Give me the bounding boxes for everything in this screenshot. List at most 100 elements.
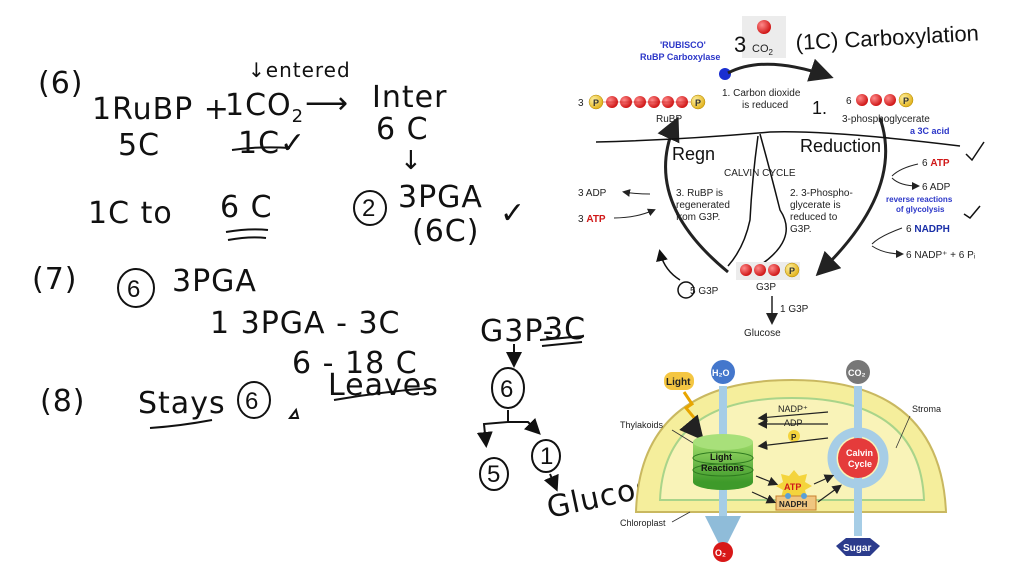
sugar-badge: Sugar: [836, 538, 880, 556]
note-step-6: (6): [38, 66, 84, 101]
h2o-label: H₂O: [712, 368, 730, 378]
atp6-label: 6 ATP: [922, 158, 950, 169]
note-3pga-carbons: (6C): [412, 214, 480, 249]
adp6-label: 6 ADP: [922, 182, 951, 193]
hw-regn: Regn: [672, 144, 715, 164]
step2-d: G3P.: [790, 224, 812, 235]
h2o-badge: H₂O: [711, 360, 735, 384]
handwritten-strokes: [117, 146, 585, 492]
co2-molecule: [757, 20, 771, 34]
nadph6-label: 6 NADPH: [906, 224, 950, 235]
hw-1: 1.: [812, 98, 827, 118]
rubp-count: 3: [578, 98, 584, 109]
nadph-chloro-label: NADPH: [779, 500, 808, 509]
calvin-ring-a: Calvin: [846, 448, 873, 458]
note-g3p-3c: 3C: [544, 312, 587, 347]
step2-b: glycerate is: [790, 200, 841, 211]
circled-6: 6: [127, 276, 140, 303]
note-inter: Inter: [372, 80, 448, 115]
note-1c-to: 1C to: [88, 196, 173, 231]
adp3-label: 3 ADP: [578, 188, 607, 199]
hw-carboxylation: (1C) Carboxylation: [795, 20, 979, 55]
atp-chloro-label: ATP: [784, 482, 801, 492]
circled-5: 5: [487, 461, 500, 488]
note-rubp-carbons: 5C: [118, 128, 161, 163]
note-6c: 6 C: [220, 190, 273, 225]
handwritten-circled-numbers: 2 6 6 6 5 1: [127, 195, 553, 488]
hw-reduction: Reduction: [800, 136, 881, 156]
note-3pga: 3PGA: [398, 180, 483, 215]
calvin-cycle-diagram: CO2 3 (1C) Carboxylation 'RUBISCO' RuBP …: [578, 16, 985, 339]
step2-c: reduced to: [790, 212, 838, 223]
calvin-ring: Calvin Cycle: [827, 427, 889, 489]
co2-label: CO2: [752, 43, 774, 57]
light-reactions-stack: Light Reactions: [692, 434, 754, 490]
light-reactions-a: Light: [710, 452, 732, 462]
note-down-arrow: ↓: [400, 146, 423, 176]
note-entered: ↓entered: [248, 58, 351, 82]
rubisco-label: 'RUBISCO': [660, 40, 706, 50]
note-6-18c: 6 - 18 C: [292, 346, 418, 381]
pga-p: P: [903, 96, 909, 106]
note-co2: 1CO2: [225, 88, 305, 127]
note-1-3pga: 1 3PGA - 3C: [210, 306, 401, 341]
calvin-cycle-title: CALVIN CYCLE: [724, 168, 796, 179]
circled-1: 1: [540, 443, 553, 470]
calvin-ring-b: Cycle: [848, 459, 872, 469]
light-badge: Light: [664, 372, 694, 390]
sugar-label: Sugar: [843, 543, 871, 554]
note-co2-carbon: 1C✓: [238, 126, 307, 161]
step1-text-a: 1. Carbon dioxide: [722, 88, 801, 99]
rubp-p-left: P: [593, 98, 599, 108]
light-reactions-b: Reactions: [701, 463, 744, 473]
step2-a: 2. 3-Phospho-: [790, 188, 853, 199]
g3p-p: P: [789, 266, 795, 276]
o2-badge: O₂: [713, 542, 733, 562]
nadp6-label: 6 NADP⁺ + 6 Pᵢ: [906, 250, 976, 261]
pga-label: 3-phosphoglycerate: [842, 114, 930, 125]
co2-chloro-label: CO₂: [848, 368, 866, 378]
step3-c: from G3P.: [676, 212, 720, 223]
glucose-label: Glucose: [744, 328, 781, 339]
atp3-label: 3 ATP: [578, 214, 606, 225]
chloroplast-label: Chloroplast: [620, 518, 666, 528]
g3p1-label: 1 G3P: [780, 304, 809, 315]
stroma-label: Stroma: [912, 404, 941, 414]
p-label: P: [791, 433, 797, 442]
rubp-p-right: P: [695, 98, 701, 108]
g3p5-label: 5 G3P: [690, 286, 719, 297]
light-label: Light: [666, 377, 691, 388]
note-arrow: ⟶: [305, 86, 350, 121]
note-check-mark: ✓: [500, 196, 527, 231]
g3p-label: G3P: [756, 282, 776, 293]
note-g3p: G3P-: [480, 314, 555, 349]
step3-a: 3. RuBP is: [676, 188, 723, 199]
note-stays: Stays: [138, 386, 226, 421]
adp-label: ADP: [784, 418, 803, 428]
circled-2: 2: [362, 195, 375, 222]
rubisco-dot: [719, 68, 731, 80]
pga-count: 6: [846, 96, 852, 107]
note-3pga-b: 3PGA: [172, 264, 257, 299]
note-step-8: (8): [40, 384, 86, 419]
rubp-label: RuBP: [656, 114, 682, 125]
chloroplast-diagram: Light H₂O O₂ CO₂ Sugar Stroma Thylakoids: [620, 360, 948, 562]
o2-label: O₂: [715, 548, 726, 558]
reverse-note-a: reverse reactions: [886, 195, 953, 204]
circled-6-g3p: 6: [500, 376, 513, 403]
note-step-7: (7): [32, 262, 78, 297]
step1-text-b: is reduced: [742, 100, 788, 111]
hw-3-co2: 3: [734, 32, 746, 57]
note-inter-carbons: 6 C: [376, 112, 429, 147]
nadph-box: NADPH: [775, 493, 817, 511]
rubp-carboxylase-label: RuBP Carboxylase: [640, 52, 720, 62]
co2-badge: CO₂: [846, 360, 870, 384]
step3-b: regenerated: [676, 200, 730, 211]
nadp-label: NADP⁺: [778, 404, 808, 414]
circled-6-stays: 6: [245, 388, 258, 415]
pga-acid-note: a 3C acid: [910, 126, 950, 136]
note-rubp: 1RuBP +: [92, 92, 230, 127]
thylakoids-label: Thylakoids: [620, 420, 664, 430]
reverse-note-b: of glycolysis: [896, 205, 945, 214]
